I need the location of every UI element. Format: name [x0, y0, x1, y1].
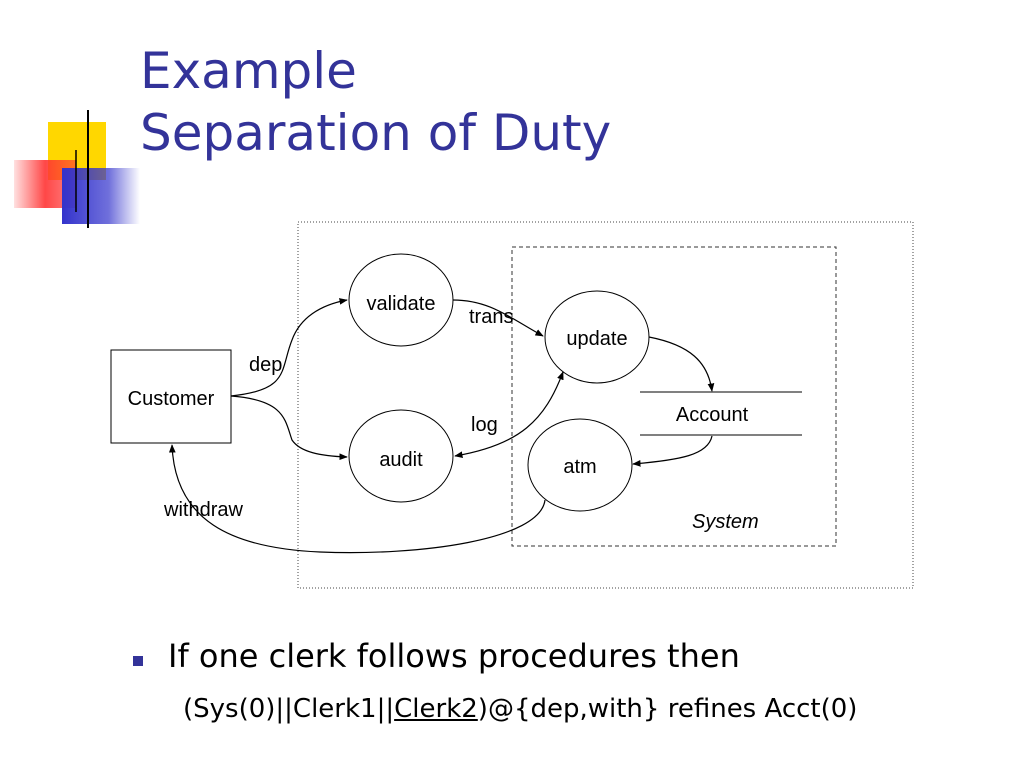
slide-title: Example Separation of Duty	[140, 40, 611, 164]
deco-blue-block	[62, 168, 140, 224]
update-to-account-edge	[648, 336, 715, 392]
validate-label: validate	[367, 293, 436, 315]
outer-boundary	[297, 221, 914, 589]
formula-underlined: Clerk2	[394, 694, 478, 724]
formula-part-1: (Sys(0)||Clerk1||	[183, 694, 395, 724]
dep-label: dep	[249, 354, 282, 376]
system-label: System	[692, 511, 759, 533]
log-label: log	[471, 414, 498, 436]
withdraw-edge	[168, 444, 546, 554]
account-label: Account	[676, 404, 749, 426]
atm-label: atm	[563, 456, 596, 478]
dep-edge-to-audit	[230, 395, 348, 461]
trans-edge	[452, 299, 544, 337]
formula-text: (Sys(0)||Clerk1||Clerk2)@{dep,with} refi…	[183, 694, 857, 724]
trans-label: trans	[469, 306, 513, 328]
audit-label: audit	[379, 449, 423, 471]
dep-edge-to-validate	[230, 298, 348, 397]
formula-part-2: )@{dep,with} refines Acct(0)	[477, 694, 858, 724]
log-edge	[454, 371, 564, 459]
bullet-text: If one clerk follows procedures then	[168, 637, 740, 675]
title-line-1: Example	[140, 42, 357, 100]
corner-decoration	[14, 110, 1000, 228]
separation-of-duty-diagram: Customer validate audit update atm Accou…	[110, 221, 914, 589]
title-line-2: Separation of Duty	[140, 104, 612, 162]
audit-node	[348, 409, 454, 503]
customer-label: Customer	[128, 388, 215, 410]
update-label: update	[566, 328, 627, 350]
system-boundary	[511, 246, 837, 547]
bullet-marker	[133, 656, 143, 666]
withdraw-label: withdraw	[163, 499, 243, 521]
account-to-atm-edge	[632, 435, 713, 467]
